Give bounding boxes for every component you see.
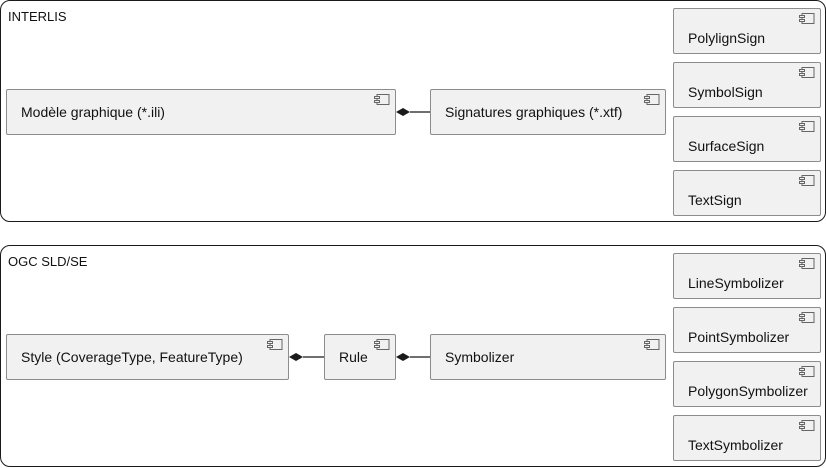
component-icon bbox=[799, 312, 815, 323]
component-label: PointSymbolizer bbox=[688, 329, 790, 345]
component-label: SymbolSign bbox=[688, 84, 763, 100]
component-label: PolygonSymbolizer bbox=[688, 383, 808, 399]
component-icon bbox=[374, 339, 390, 350]
component-modele-graphique[interactable]: Modèle graphique (*.ili) bbox=[6, 89, 396, 135]
composition-diamond-icon bbox=[396, 108, 410, 116]
composition-diamond-icon bbox=[289, 353, 303, 361]
component-polylignsign[interactable]: PolylignSign bbox=[673, 8, 821, 54]
package-title-interlis: INTERLIS bbox=[8, 9, 67, 24]
component-icon bbox=[644, 339, 660, 350]
component-polygonsymbolizer[interactable]: PolygonSymbolizer bbox=[673, 361, 821, 407]
component-label: PolylignSign bbox=[688, 30, 766, 46]
component-icon bbox=[799, 121, 815, 132]
component-style[interactable]: Style (CoverageType, FeatureType) bbox=[6, 334, 289, 380]
component-label: Rule bbox=[339, 349, 368, 365]
component-label: Signatures graphiques (*.xtf) bbox=[445, 104, 623, 120]
component-label: LineSymbolizer bbox=[688, 275, 784, 291]
component-icon bbox=[267, 339, 283, 350]
composition-edge-style-rule bbox=[289, 353, 324, 361]
composition-edge-rule-symbolizer bbox=[396, 353, 430, 361]
component-label: SurfaceSign bbox=[688, 138, 765, 154]
package-title-ogc: OGC SLD/SE bbox=[8, 254, 88, 269]
component-symbolsign[interactable]: SymbolSign bbox=[673, 62, 821, 108]
component-label: Style (CoverageType, FeatureType) bbox=[21, 349, 243, 365]
composition-diamond-icon bbox=[396, 353, 410, 361]
component-icon bbox=[799, 258, 815, 269]
component-icon bbox=[799, 67, 815, 78]
component-signatures-graphiques[interactable]: Signatures graphiques (*.xtf) bbox=[430, 89, 666, 135]
component-icon bbox=[644, 94, 660, 105]
component-icon bbox=[799, 420, 815, 431]
component-label: TextSign bbox=[688, 192, 742, 208]
component-pointsymbolizer[interactable]: PointSymbolizer bbox=[673, 307, 821, 353]
component-icon bbox=[799, 366, 815, 377]
composition-edge-modele-signatures bbox=[396, 108, 430, 116]
component-label: Symbolizer bbox=[445, 349, 515, 365]
component-icon bbox=[799, 175, 815, 186]
component-linesymbolizer[interactable]: LineSymbolizer bbox=[673, 253, 821, 299]
component-label: Modèle graphique (*.ili) bbox=[21, 104, 165, 120]
component-label: TextSymbolizer bbox=[688, 437, 783, 453]
component-textsign[interactable]: TextSign bbox=[673, 170, 821, 216]
component-textsymbolizer[interactable]: TextSymbolizer bbox=[673, 415, 821, 461]
component-rule[interactable]: Rule bbox=[324, 334, 396, 380]
component-surfacesign[interactable]: SurfaceSign bbox=[673, 116, 821, 162]
component-icon bbox=[799, 13, 815, 24]
component-icon bbox=[374, 94, 390, 105]
component-symbolizer[interactable]: Symbolizer bbox=[430, 334, 666, 380]
